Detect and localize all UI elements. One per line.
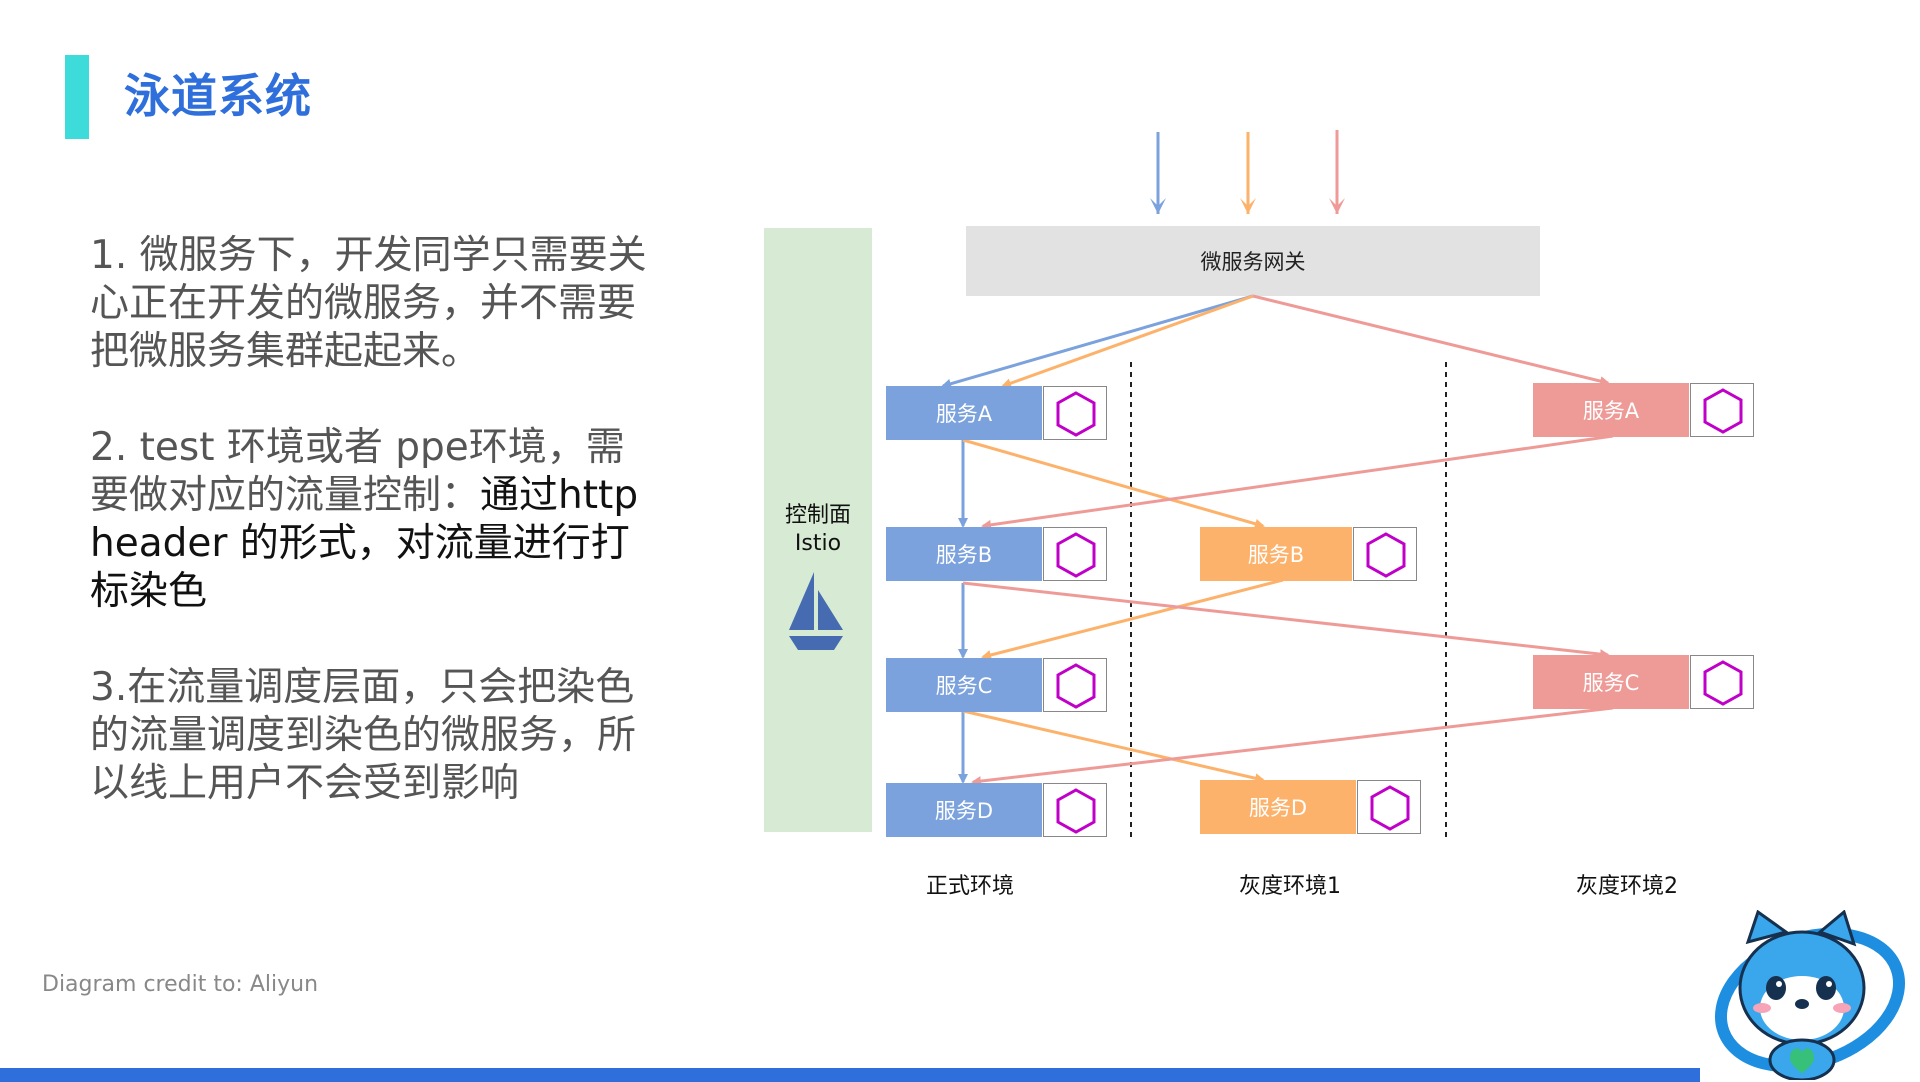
service-c-prod: 服务C <box>886 658 1042 712</box>
route-prod-a-to-gray1-b <box>962 438 1265 529</box>
route-gray1-b-to-prod-c <box>981 578 1284 660</box>
service-label: 服务A <box>1582 399 1640 423</box>
bullet-text: 1. 微服务下，开发同学只需要关心正在开发的微服务，并不需要把微服务集群起起来。 <box>90 233 647 374</box>
service-a-gray2: 服务A <box>1533 383 1689 437</box>
sidecar-proxy <box>1043 783 1107 837</box>
service-label: 服务B <box>935 543 993 567</box>
istio-sail-icon <box>789 572 843 650</box>
sidecar-proxy <box>1043 386 1107 440</box>
sidecar-proxy <box>1043 527 1107 581</box>
route-gray2-c-to-prod-d <box>971 706 1614 787</box>
bullet-item: 1. 微服务下，开发同学只需要关心正在开发的微服务，并不需要把微服务集群起起来。 <box>90 232 660 376</box>
bullet-item: 3.在流量调度层面，只会把染色的流量调度到染色的微服务，所以线上用户不会受到影响 <box>90 664 660 808</box>
service-label: 服务C <box>1582 671 1640 695</box>
sidecar-hexagon-icon <box>1366 532 1406 578</box>
service-d-prod: 服务D <box>886 783 1042 837</box>
diagram-credit: Diagram credit to: Aliyun <box>42 972 319 997</box>
service-b-gray1: 服务B <box>1200 527 1352 581</box>
route-prod-c-to-gray1-d <box>962 709 1265 784</box>
route-prod-b-to-gray2-c <box>962 581 1610 660</box>
page-title: 泳道系统 <box>124 69 312 123</box>
control-plane-subtitle: Istio <box>794 531 842 556</box>
sidecar-hexagon-icon <box>1056 391 1096 437</box>
sidecar-proxy <box>1353 527 1417 581</box>
bullet-text: 3.在流量调度层面，只会把染色的流量调度到染色的微服务，所以线上用户不会受到影响 <box>90 665 637 806</box>
gateway-label: 微服务网关 <box>1200 250 1306 274</box>
service-label: 服务B <box>1247 543 1305 567</box>
service-label: 服务C <box>935 674 993 698</box>
sidecar-hexagon-icon <box>1056 663 1096 709</box>
service-label: 服务D <box>1248 796 1308 820</box>
bullet-emphasis-text: 通过http header 的形式，对流量进行打标染色 <box>90 473 639 614</box>
gateway-box: 微服务网关 <box>966 226 1540 296</box>
sidecar-hexagon-icon <box>1056 532 1096 578</box>
sidecar-hexagon-icon <box>1703 388 1743 434</box>
route-gateway-to-prod-a <box>941 294 1254 389</box>
sidecar-proxy <box>1690 383 1754 437</box>
footer-band <box>0 1068 1700 1082</box>
control-plane-title: 控制面 <box>784 503 851 528</box>
sidecar-hexagon-icon <box>1056 788 1096 834</box>
sidecar-proxy <box>1690 655 1754 709</box>
control-plane-panel <box>764 228 872 832</box>
sidecar-proxy <box>1357 780 1421 834</box>
sidecar-hexagon-icon <box>1370 785 1410 831</box>
service-a-prod: 服务A <box>886 386 1042 440</box>
service-label: 服务D <box>934 799 994 823</box>
cloudwego-mascot-icon <box>1714 910 1906 1080</box>
bullet-item: 2. test 环境或者 ppe环境，需要做对应的流量控制：通过http hea… <box>90 424 660 616</box>
env-label-prod: 正式环境 <box>925 874 1014 899</box>
service-b-prod: 服务B <box>886 527 1042 581</box>
bullet-list: 1. 微服务下，开发同学只需要关心正在开发的微服务，并不需要把微服务集群起起来。… <box>90 232 660 856</box>
control-plane-label: 控制面 Istio <box>764 502 872 558</box>
title-accent-bar <box>65 55 89 139</box>
bullet-text: 2. test 环境或者 ppe环境，需要做对应的流量控制： <box>90 425 625 518</box>
route-gateway-to-gray2-a <box>1252 294 1610 386</box>
route-gateway-to-prod-a-gray1 <box>1001 294 1254 388</box>
env-label-gray1: 灰度环境1 <box>1239 874 1341 899</box>
sidecar-proxy <box>1043 658 1107 712</box>
env-label-gray2: 灰度环境2 <box>1576 874 1678 899</box>
route-gray2-a-to-prod-b <box>981 434 1614 530</box>
sidecar-hexagon-icon <box>1703 660 1743 706</box>
service-label: 服务A <box>935 402 993 426</box>
service-c-gray2: 服务C <box>1533 655 1689 709</box>
service-d-gray1: 服务D <box>1200 780 1356 834</box>
